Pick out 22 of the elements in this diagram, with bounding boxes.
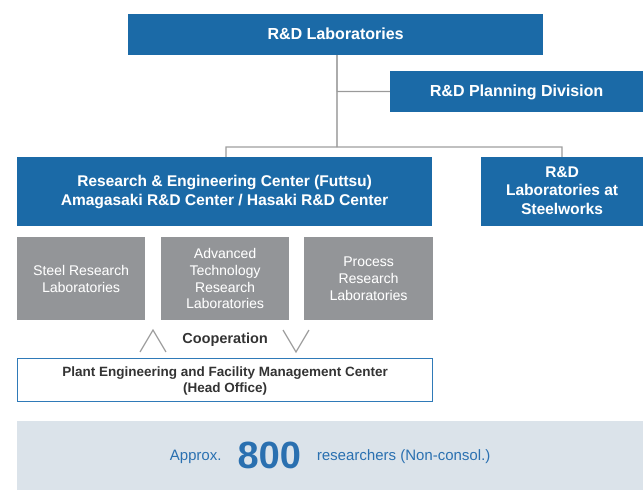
summary-text: Approx. — [170, 446, 222, 464]
box-label: Steel Research Laboratories — [32, 262, 130, 296]
summary-band — [17, 421, 643, 490]
laboratory-box — [17, 237, 145, 320]
researcher-count: 800 — [237, 436, 301, 474]
box-label: Process Research Laboratories — [328, 253, 408, 304]
box-label: Advanced Technology Research Laboratories — [185, 244, 265, 312]
department-box — [128, 14, 543, 55]
department-box — [17, 157, 432, 226]
box-label: R&D Laboratories at Steelworks — [505, 164, 619, 220]
laboratory-box — [161, 237, 289, 320]
connector-line — [336, 55, 563, 157]
laboratory-box — [304, 237, 433, 320]
box-label: R&D Planning Division — [430, 82, 604, 102]
center-box — [17, 358, 433, 402]
box-label: Plant Engineering and Facility Management Center (Head Office) — [61, 364, 389, 396]
cooperation-label: Cooperation — [181, 331, 269, 347]
department-box — [481, 157, 643, 226]
box-label: Research & Engineering Center (Futtsu) Amagasaki R&D Center / Hasaki R&D Center — [60, 172, 390, 210]
box-label: R&D Laboratories — [267, 24, 404, 44]
summary-text: researchers (Non-consol.) — [316, 446, 490, 464]
department-box — [390, 71, 643, 112]
